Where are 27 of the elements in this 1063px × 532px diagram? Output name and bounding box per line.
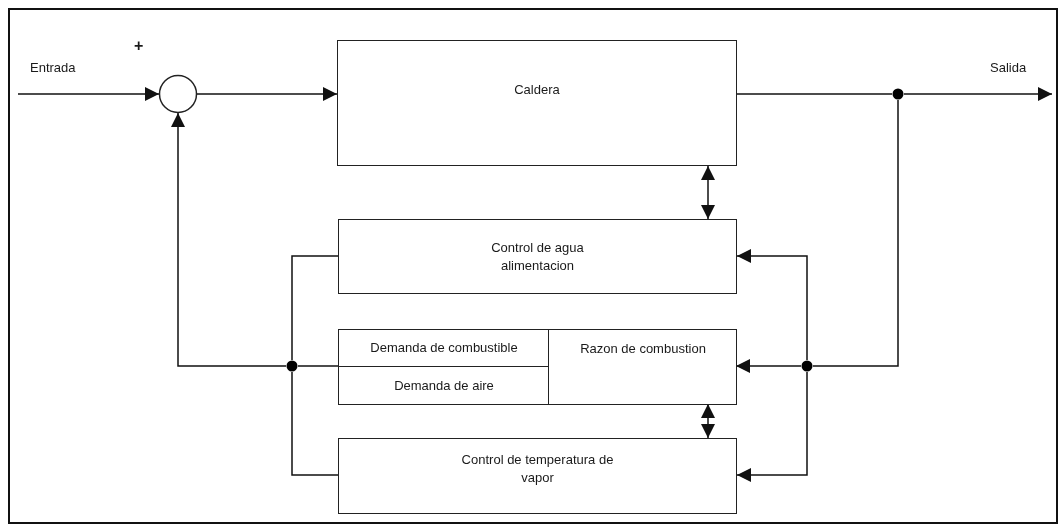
block-label: Control de temperatura de vapor	[460, 451, 615, 487]
block-label: Control de agua alimentacion	[490, 238, 585, 275]
arrow	[736, 371, 808, 482]
block-label: Caldera	[514, 81, 560, 99]
connector-line	[812, 99, 899, 367]
connector-line	[736, 93, 893, 95]
arrow	[701, 165, 715, 220]
arrow	[736, 249, 808, 361]
block-label: Demanda de aire	[394, 377, 494, 395]
arrow	[17, 87, 160, 101]
connector-line	[297, 365, 339, 367]
signal-label: Entrada	[30, 60, 76, 75]
arrow	[735, 359, 802, 373]
process-box	[338, 438, 737, 514]
process-block	[338, 329, 737, 405]
arrow	[171, 112, 287, 367]
block-label: Razon de combustion	[580, 340, 706, 358]
arrow	[701, 403, 715, 439]
process-box	[338, 219, 737, 294]
arrow	[196, 87, 338, 101]
sign-label: +	[134, 37, 144, 55]
connector-line	[291, 255, 339, 361]
signal-label: Salida	[990, 60, 1027, 75]
process-box	[337, 40, 737, 166]
arrow	[903, 87, 1053, 101]
block-label: Demanda de combustible	[370, 339, 518, 357]
connector-line	[291, 371, 339, 476]
